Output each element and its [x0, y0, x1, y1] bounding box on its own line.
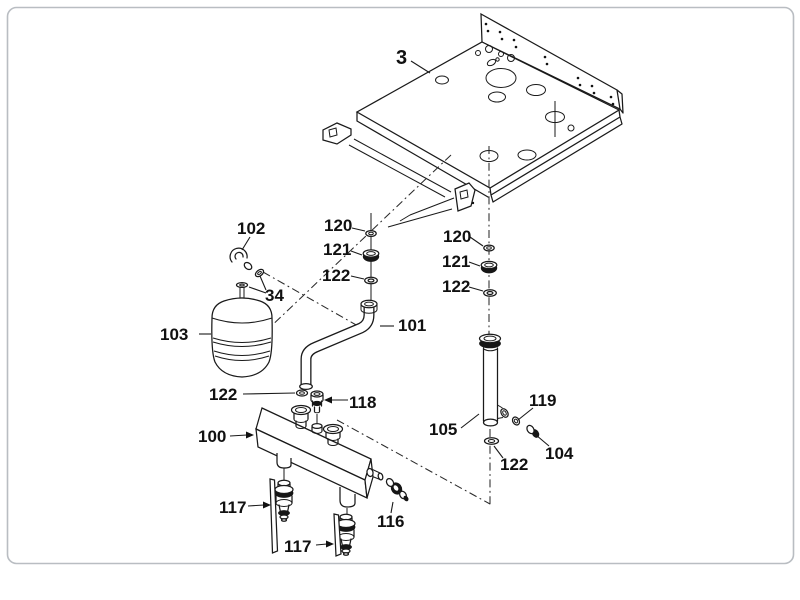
callout-116: 116 — [377, 512, 404, 531]
part-fitting-116 — [385, 477, 409, 502]
callout-100: 100 — [198, 427, 226, 446]
part-washer-122-left — [364, 276, 378, 285]
part-expansion-tank-103 — [211, 287, 273, 378]
callout-121-right: 121 — [442, 252, 470, 271]
part-washer-120-left — [365, 229, 377, 238]
callout-104: 104 — [545, 444, 574, 463]
part-panel-3 — [322, 12, 624, 228]
part-nut-121-left — [362, 249, 380, 262]
callout-3: 3 — [396, 47, 407, 69]
part-washer-122-pipe — [295, 389, 309, 397]
callout-120-right: 120 — [443, 227, 471, 246]
callout-117-lower: 117 — [284, 537, 311, 556]
callout-122-right: 122 — [442, 277, 470, 296]
callout-101: 101 — [398, 316, 426, 335]
part-nut-121-right — [480, 260, 498, 274]
part-washer-122-right — [483, 289, 497, 297]
callout-leader-lines — [199, 60, 550, 548]
part-drain-valve-117-lower — [333, 513, 356, 557]
part-washer-122-below-column — [483, 437, 500, 445]
callout-labels: 3 102 34 103 101 120 121 122 120 121 122… — [160, 47, 574, 556]
callout-119: 119 — [529, 391, 556, 410]
callout-122-below-column: 122 — [500, 455, 528, 474]
callout-122-pipe: 122 — [209, 385, 237, 404]
callout-103: 103 — [160, 325, 188, 344]
callout-122-left: 122 — [322, 266, 350, 285]
part-manifold-100 — [255, 404, 384, 508]
diagram-border — [6, 6, 795, 565]
callout-117-upper: 117 — [219, 498, 246, 517]
callout-34: 34 — [265, 286, 284, 305]
callout-105: 105 — [429, 420, 457, 439]
callout-120-left: 120 — [324, 216, 352, 235]
callout-121-left: 121 — [323, 240, 351, 259]
part-elbow-102 — [229, 247, 253, 271]
part-fittings-34 — [235, 268, 265, 289]
callout-102: 102 — [237, 219, 265, 238]
part-drain-valve-117-upper — [269, 478, 294, 554]
part-column-pipe-105 — [478, 333, 509, 427]
part-s-pipe-101 — [299, 299, 378, 391]
part-air-valve-118 — [310, 390, 324, 414]
callout-118: 118 — [349, 393, 376, 412]
part-washer-120-right — [483, 244, 495, 252]
